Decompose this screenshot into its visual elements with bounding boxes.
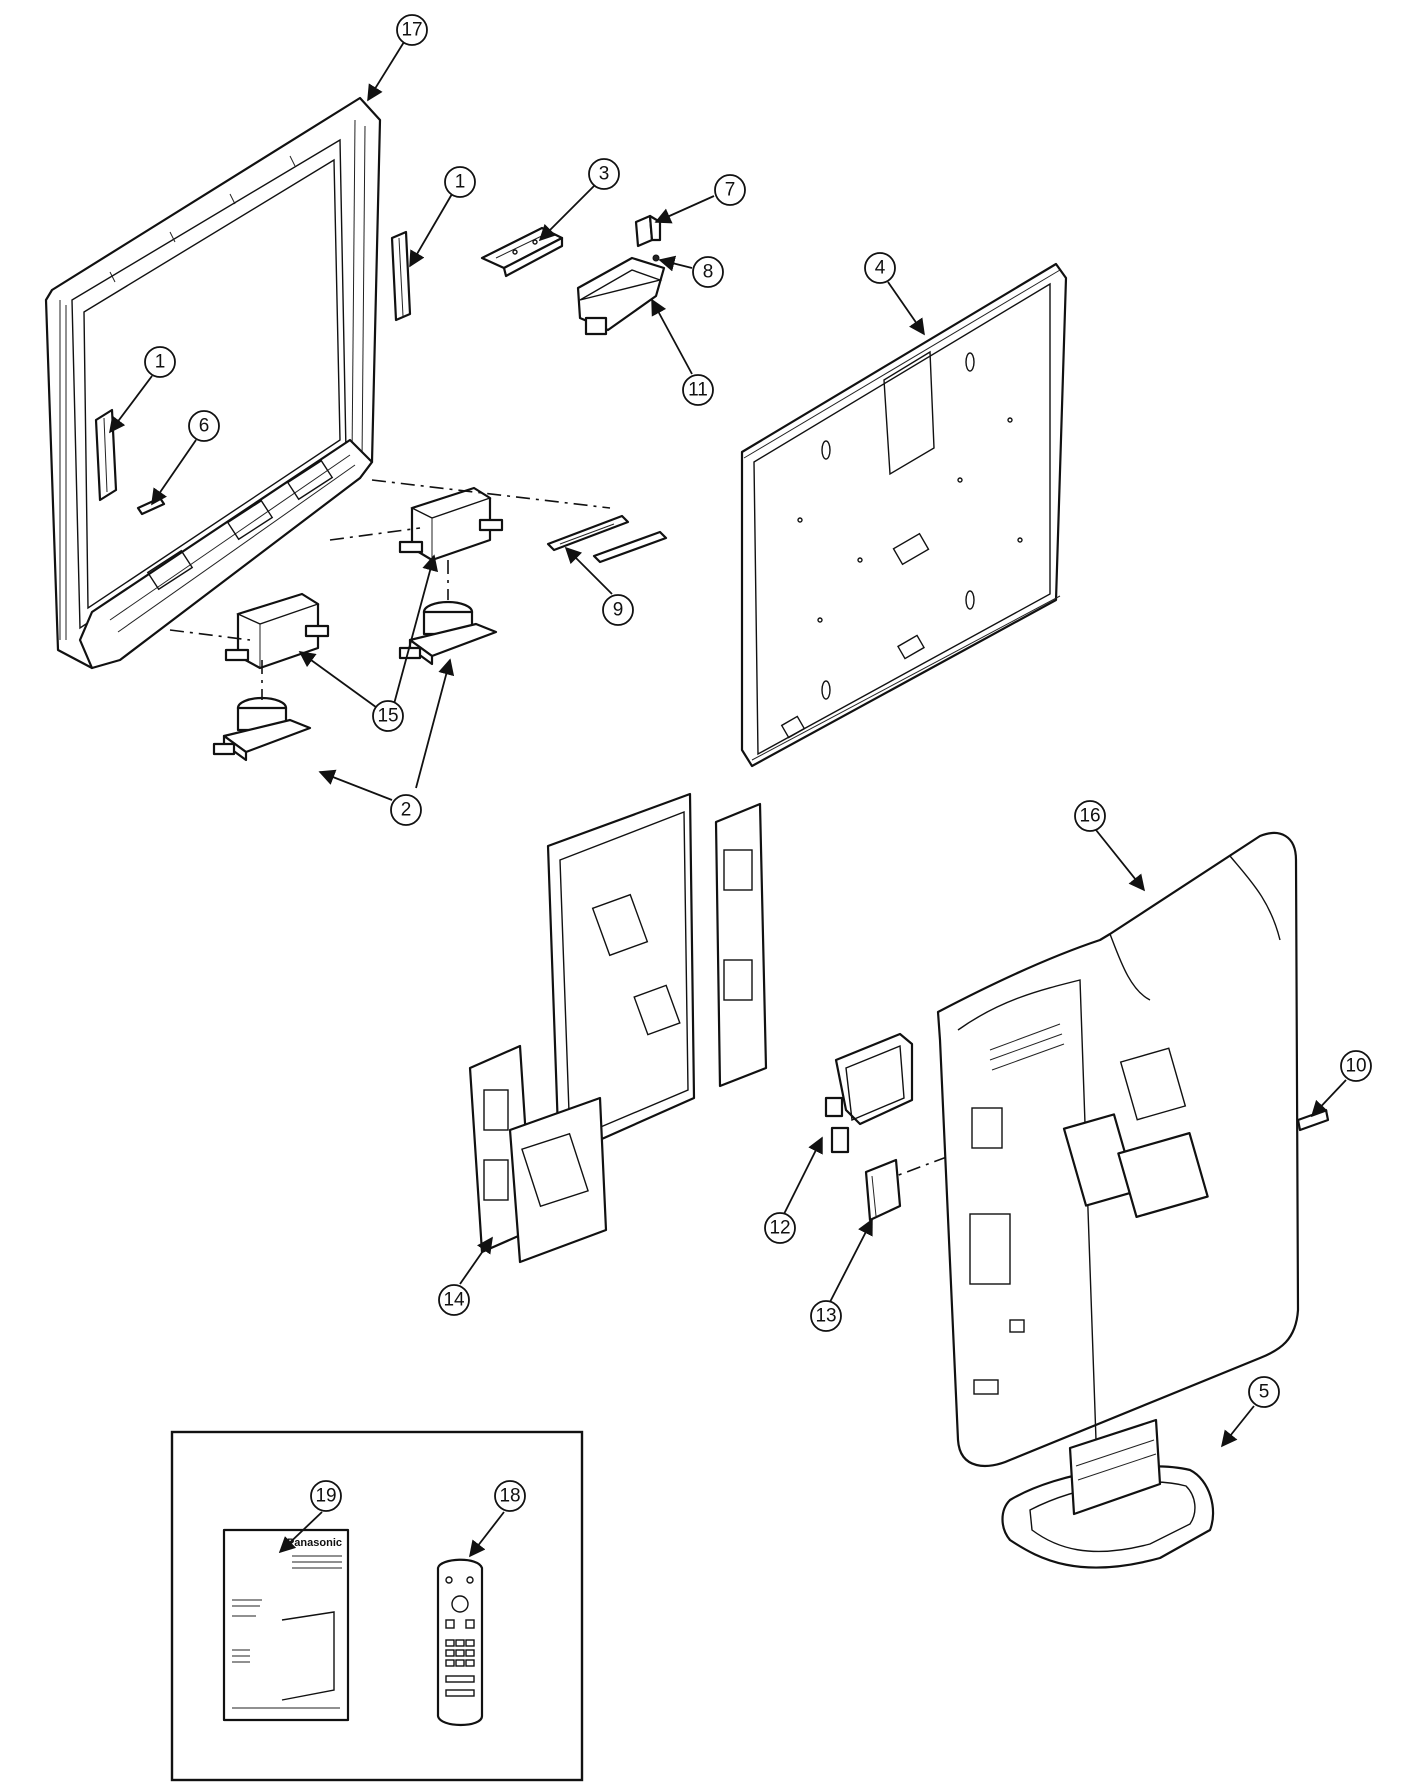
callout-1-left-label: 1 (155, 352, 166, 373)
callout-4-label: 4 (875, 258, 886, 279)
callout-3: 3 (588, 158, 620, 190)
rear-chassis-plate (740, 262, 1068, 768)
side-terminal-bracket (824, 1032, 914, 1154)
rear-cover (936, 831, 1300, 1468)
callout-1-right-label: 1 (455, 172, 466, 193)
callout-15: 15 (372, 700, 404, 732)
callout-17-label: 17 (401, 20, 422, 41)
small-cover-part-13 (864, 1158, 902, 1222)
badge-part-10 (1296, 1108, 1330, 1132)
callout-4: 4 (864, 252, 896, 284)
callout-19: 19 (310, 1480, 342, 1512)
callout-6: 6 (188, 410, 220, 442)
callout-18: 18 (494, 1480, 526, 1512)
callout-16-label: 16 (1079, 806, 1100, 827)
callout-16: 16 (1074, 800, 1106, 832)
callout-9-label: 9 (613, 600, 624, 621)
operating-manual: Panasonic (222, 1528, 350, 1722)
callout-3-label: 3 (599, 164, 610, 185)
callout-2-label: 2 (401, 800, 412, 821)
callout-8-label: 8 (703, 262, 714, 283)
callout-13: 13 (810, 1300, 842, 1332)
sensor-housing-part-11 (576, 256, 666, 336)
button-strip-right (390, 230, 412, 322)
callout-1-right: 1 (444, 166, 476, 198)
callout-15-label: 15 (377, 706, 398, 727)
callout-19-label: 19 (315, 1486, 336, 1507)
callout-18-label: 18 (499, 1486, 520, 1507)
callout-7-label: 7 (725, 180, 736, 201)
button-strip-left (94, 408, 118, 502)
callout-13-label: 13 (815, 1306, 836, 1327)
pedestal-stand (1001, 1418, 1215, 1569)
callout-5: 5 (1248, 1376, 1280, 1408)
speaker-unit-lower (212, 696, 312, 762)
speaker-unit-upper (398, 600, 498, 666)
callout-5-label: 5 (1259, 1382, 1270, 1403)
callout-11-label: 11 (688, 380, 708, 401)
speaker-box-lower (224, 592, 330, 670)
callout-12: 12 (764, 1212, 796, 1244)
callout-14-label: 14 (443, 1290, 465, 1311)
callout-8: 8 (692, 256, 724, 288)
manual-brand-text: Panasonic (287, 1537, 342, 1549)
main-circuit-boards (468, 792, 768, 1264)
callout-7: 7 (714, 174, 746, 206)
screw-part-8 (652, 254, 660, 262)
leader-lines (109, 41, 1347, 1558)
callout-9: 9 (602, 594, 634, 626)
rail-part-9 (546, 514, 668, 564)
accessories-box (170, 1430, 584, 1782)
callout-2: 2 (390, 794, 422, 826)
callout-10-label: 10 (1345, 1056, 1366, 1077)
callout-12-label: 12 (769, 1218, 790, 1239)
callout-17: 17 (396, 14, 428, 46)
callout-6-label: 6 (199, 416, 210, 437)
speaker-box-upper (398, 486, 504, 562)
callout-11: 11 (682, 374, 714, 406)
clip-part-7 (634, 214, 662, 248)
bracket-part-3 (480, 226, 564, 278)
callout-14: 14 (438, 1284, 470, 1316)
callout-10: 10 (1340, 1050, 1372, 1082)
callout-1-left: 1 (144, 346, 176, 378)
front-cabinet-frame (44, 96, 382, 670)
remote-control (436, 1558, 484, 1726)
